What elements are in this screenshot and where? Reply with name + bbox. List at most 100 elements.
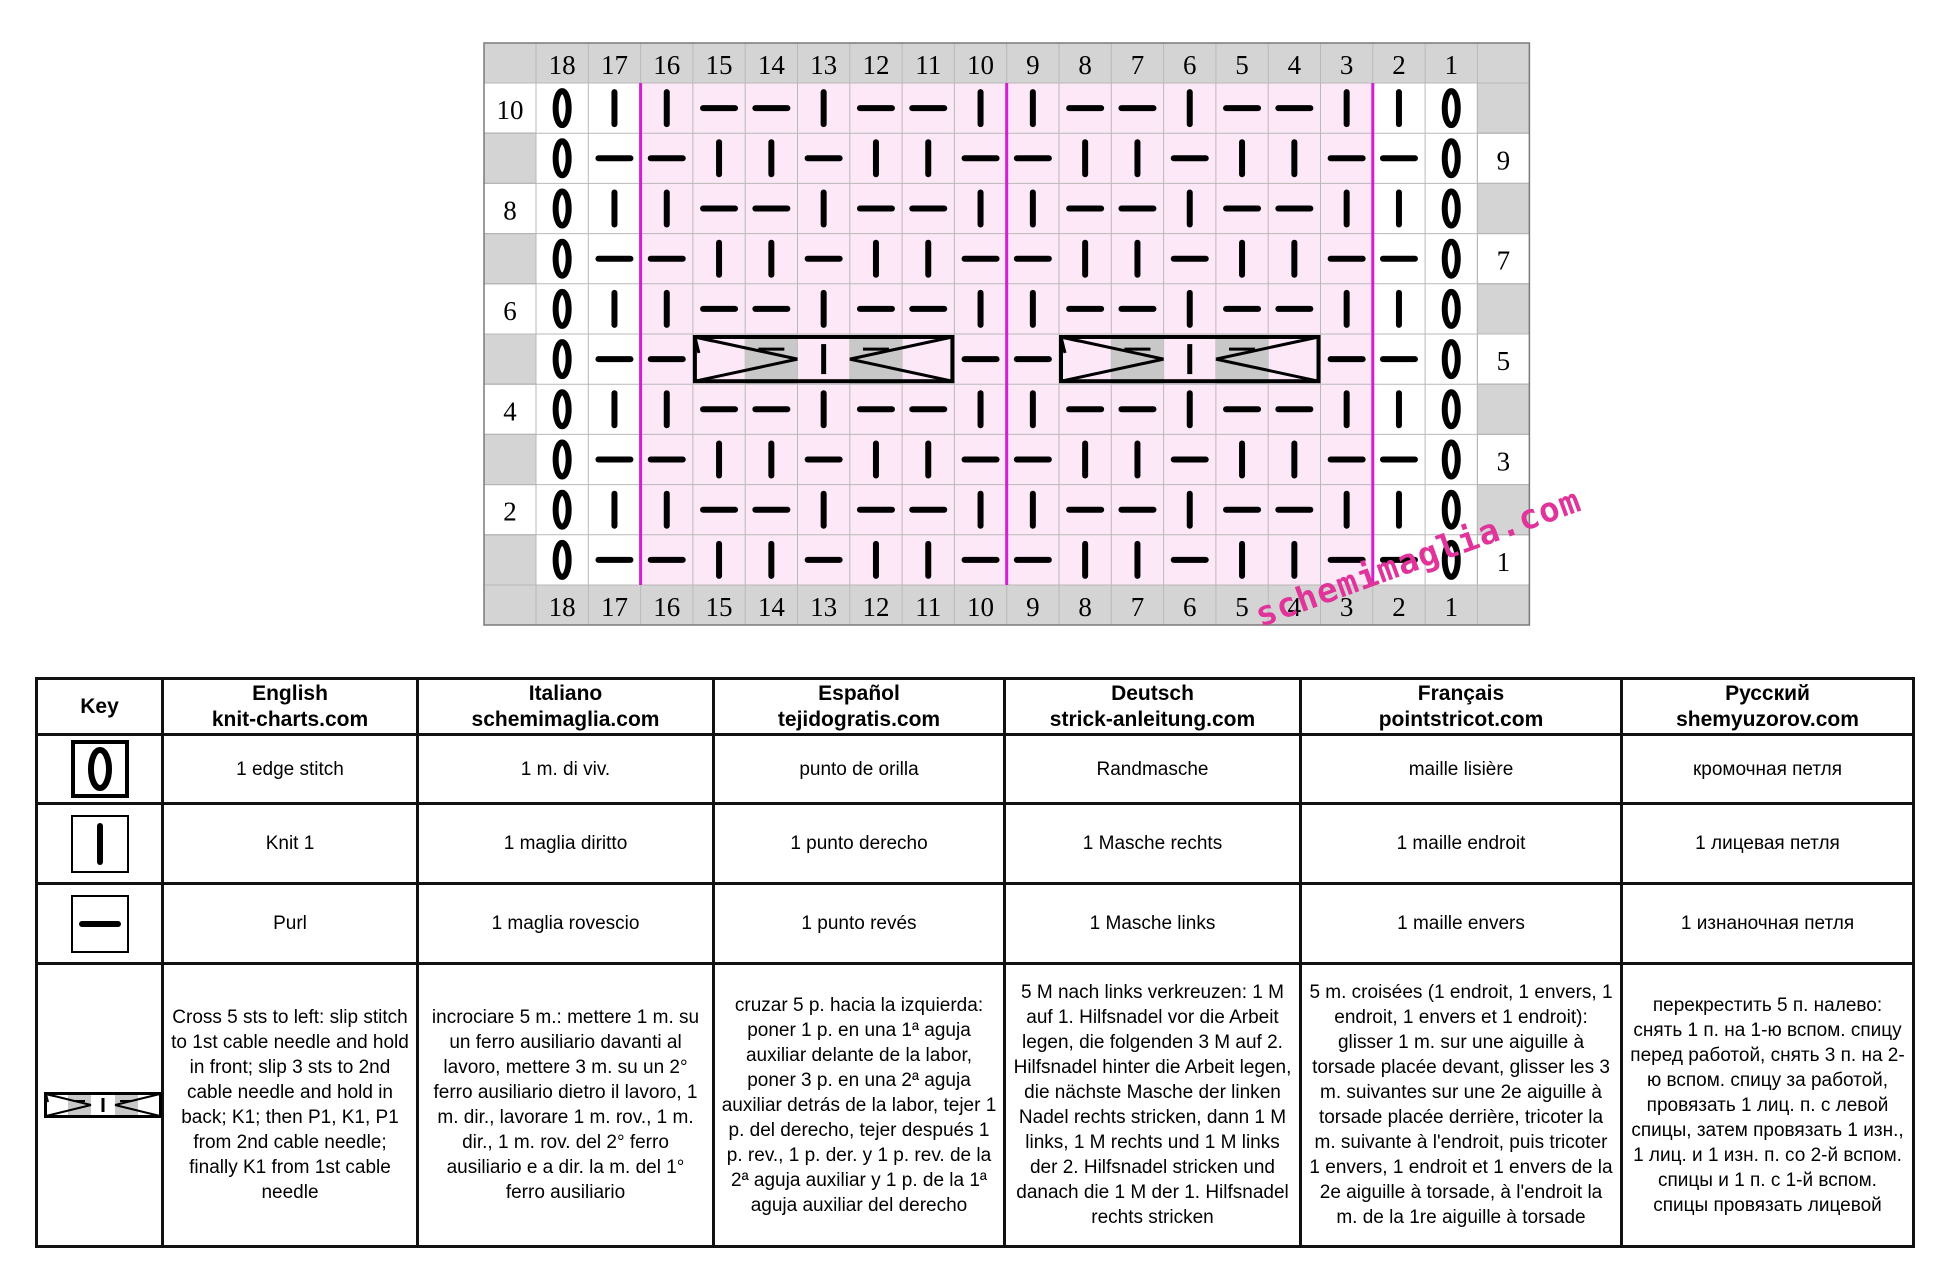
edge-stitch-mark	[552, 238, 572, 279]
cable-shade	[1215, 334, 1269, 385]
key-text: Purl	[161, 882, 419, 965]
key-text: 1 Masche rechts	[1003, 802, 1302, 885]
edge-stitch-mark	[552, 188, 572, 229]
edge-stitch-mark	[552, 539, 572, 580]
key-text: 1 maglia rovescio	[416, 882, 715, 965]
column-number-bottom: 16	[653, 592, 680, 622]
row-number-left: 10	[497, 95, 524, 125]
left-label-cell	[483, 484, 537, 536]
key-text: 1 лицевая петля	[1620, 802, 1915, 885]
knit-icon	[70, 814, 129, 873]
column-number-top: 1	[1445, 50, 1459, 80]
key-row-edge-stitch: 1 edge stitch 1 m. di viv. punto de oril…	[35, 733, 1915, 805]
chart-svg: 1818171716161515141413131212111110109988…	[483, 42, 1531, 626]
key-text: Randmasche	[1003, 733, 1302, 805]
column-number-top: 14	[758, 50, 786, 80]
edge-stitch-mark	[552, 339, 572, 380]
edge-stitch-mark	[552, 489, 572, 530]
cable-stroke	[1215, 357, 1319, 383]
key-text: Knit 1	[161, 802, 419, 885]
cable-cross-icon	[44, 1092, 162, 1118]
row-number-right: 9	[1497, 145, 1511, 175]
right-label-cell	[1476, 383, 1530, 435]
key-text: punto de orilla	[712, 733, 1006, 805]
column-number-bottom: 15	[706, 592, 733, 622]
column-number-top: 4	[1288, 50, 1302, 80]
column-number-bottom: 13	[810, 592, 837, 622]
column-number-bottom: 18	[549, 592, 576, 622]
column-number-bottom: 14	[758, 592, 786, 622]
column-number-bottom: 6	[1183, 592, 1197, 622]
key-row-knit: Knit 1 1 maglia diritto 1 punto derecho …	[35, 802, 1915, 885]
row-number-left: 4	[503, 396, 517, 426]
row-number-right: 3	[1497, 447, 1511, 477]
cable-stroke	[849, 357, 953, 383]
key-text: 1 maglia diritto	[416, 802, 715, 885]
key-text: 1 Masche links	[1003, 882, 1302, 965]
key-text: кромочная петля	[1620, 733, 1915, 805]
left-label-cell	[483, 233, 537, 285]
edge-stitch-mark	[1441, 489, 1461, 530]
cable-frame	[1059, 335, 1321, 384]
key-text: 1 maille envers	[1299, 882, 1623, 965]
edge-stitch-mark	[1441, 439, 1461, 480]
column-number-top: 13	[810, 50, 837, 80]
key-row-cable: Cross 5 sts to left: slip stitch to 1st …	[35, 962, 1915, 1248]
column-number-bottom: 8	[1078, 592, 1092, 622]
key-text: перекрестить 5 п. налево: снять 1 п. на …	[1620, 962, 1915, 1248]
column-number-top: 5	[1235, 50, 1249, 80]
key-text: 1 изнаночная петля	[1620, 882, 1915, 965]
column-number-top: 8	[1078, 50, 1092, 80]
column-number-top: 16	[653, 50, 680, 80]
key-text: 1 punto derecho	[712, 802, 1006, 885]
key-text: incrociare 5 m.: mettere 1 m. su un ferr…	[416, 962, 715, 1248]
column-number-bottom: 7	[1131, 592, 1145, 622]
row-number-left: 6	[503, 296, 517, 326]
edge-stitch-mark	[1441, 138, 1461, 179]
key-text: 1 punto revés	[712, 882, 1006, 965]
right-label-cell	[1476, 82, 1530, 134]
right-label-cell	[1476, 233, 1530, 285]
column-number-top: 15	[706, 50, 733, 80]
edge-stitch-mark	[552, 88, 572, 129]
edge-stitch-mark	[1441, 539, 1461, 580]
column-number-bottom: 11	[915, 592, 941, 622]
right-label-cell	[1476, 484, 1530, 536]
edge-stitch-mark	[552, 288, 572, 329]
edge-stitch-mark	[1441, 288, 1461, 329]
left-label-cell	[483, 333, 537, 385]
column-number-bottom: 5	[1235, 592, 1249, 622]
right-label-cell	[1476, 283, 1530, 335]
column-number-bottom: 17	[601, 592, 628, 622]
key-symbol-cell	[35, 882, 164, 965]
column-number-top: 7	[1131, 50, 1145, 80]
column-number-bottom: 9	[1026, 592, 1040, 622]
cable-stroke	[849, 335, 953, 361]
column-number-top: 17	[601, 50, 628, 80]
cable-shade	[849, 334, 903, 385]
right-label-cell	[1476, 333, 1530, 385]
edge-stitch-mark	[552, 389, 572, 430]
cable-stroke	[1060, 357, 1164, 383]
column-number-top: 2	[1392, 50, 1406, 80]
cable-shade	[745, 334, 798, 385]
edge-stitch-mark	[1441, 238, 1461, 279]
cable-stroke	[694, 357, 798, 383]
column-number-top: 11	[915, 50, 941, 80]
left-label-cell	[483, 534, 537, 586]
column-number-bottom: 3	[1340, 592, 1354, 622]
left-label-cell	[483, 433, 537, 486]
row-number-right: 1	[1497, 547, 1511, 577]
row-number-left: 8	[503, 196, 517, 226]
column-number-bottom: 10	[967, 592, 994, 622]
key-text: 5 M nach links verkreuzen: 1 M auf 1. Hi…	[1003, 962, 1302, 1248]
column-number-bottom: 2	[1392, 592, 1406, 622]
cable-shade	[1111, 334, 1164, 385]
